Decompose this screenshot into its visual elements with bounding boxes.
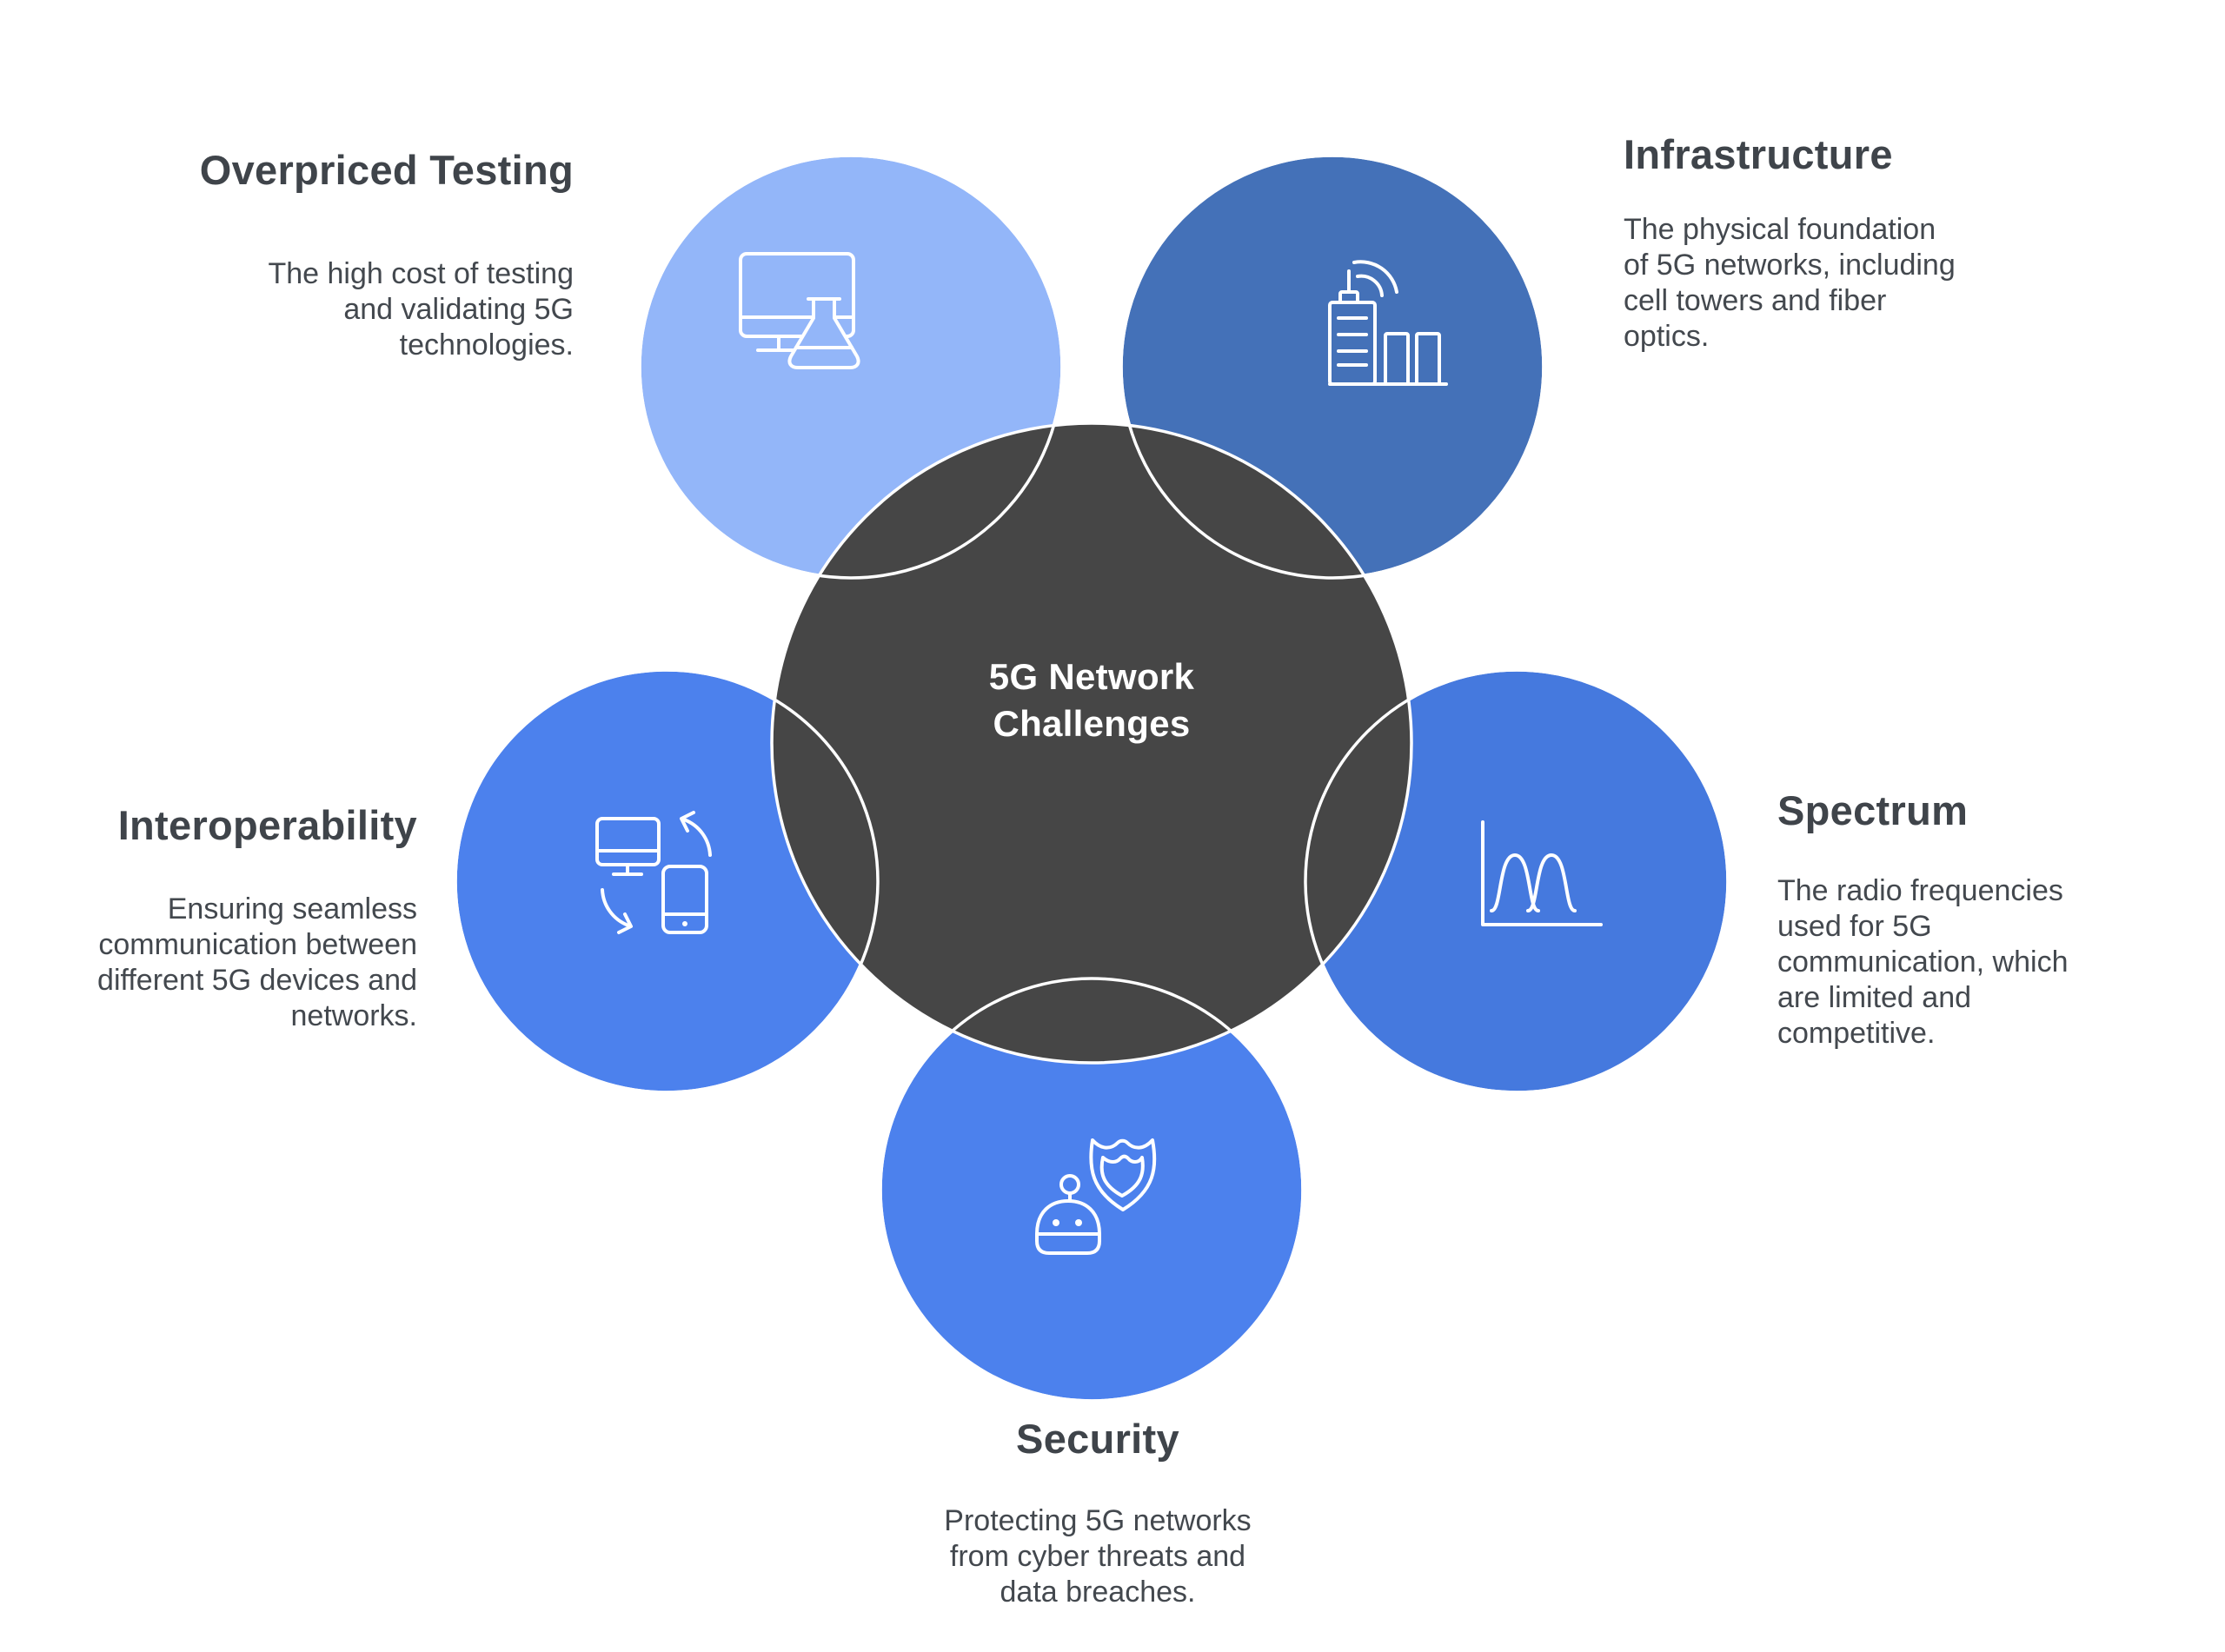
node-interoperability: Interoperability Ensuring seamless commu…	[97, 801, 417, 1034]
infrastructure-label: Infrastructure	[1624, 131, 1893, 177]
interoperability-description: Ensuring seamless communication between …	[97, 892, 417, 1032]
node-infrastructure: Infrastructure The physical foundation o…	[1624, 130, 1956, 355]
frequency-spectrum-icon	[1481, 820, 1603, 926]
robot-shield-icon	[1035, 1138, 1157, 1255]
monitor-flask-icon	[739, 252, 860, 369]
overpriced-testing-description: The high cost of testing and validating …	[268, 257, 574, 362]
satellite-outline-arcs	[454, 154, 1730, 1403]
spectrum-description: The radio frequencies used for 5G commun…	[1777, 874, 2069, 1050]
cell-tower-chart-icon	[1328, 260, 1448, 386]
security-description: Protecting 5G networks from cyber threat…	[944, 1504, 1252, 1609]
device-sync-icon	[595, 811, 712, 934]
center-title: 5G Network Challenges	[988, 656, 1195, 744]
security-label: Security	[1016, 1416, 1179, 1462]
spectrum-label: Spectrum	[1777, 787, 1969, 833]
overpriced-testing-label: Overpriced Testing	[199, 147, 574, 193]
infrastructure-description: The physical foundation of 5G networks, …	[1624, 213, 1956, 353]
node-security: Security Protecting 5G networks from cyb…	[944, 1415, 1251, 1610]
interoperability-label: Interoperability	[117, 802, 417, 848]
node-spectrum: Spectrum The radio frequencies used for …	[1777, 786, 2068, 1052]
circle-center	[770, 421, 1413, 1065]
node-overpriced-testing: Overpriced Testing The high cost of test…	[200, 146, 574, 363]
